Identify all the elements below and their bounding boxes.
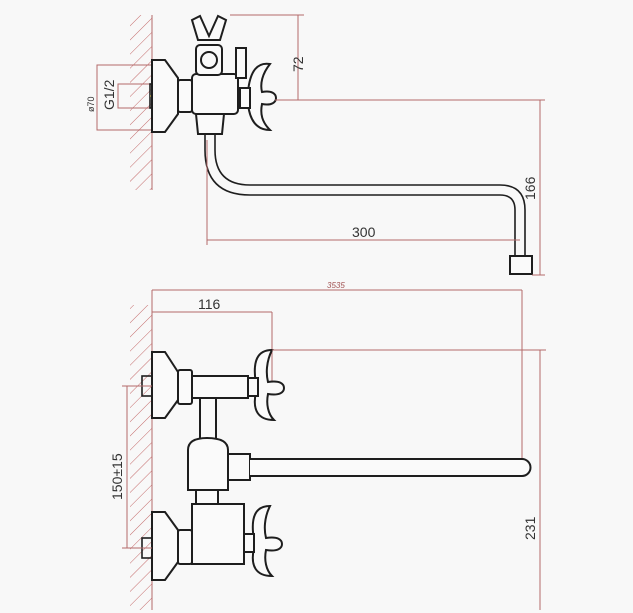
upper-cross-handle [253,348,286,422]
lower-nut [177,529,193,565]
top-view: ø70 G1/2 [86,14,545,276]
diameter-dimension: ø70 [86,64,152,131]
wall-hatch [130,305,152,610]
lower-body [191,503,245,565]
upper-flange [151,351,179,419]
dim-166-label: 166 [522,176,538,200]
aerator [509,255,533,275]
total-length-dimension: 3535 [152,281,523,458]
dim-total-label: 3535 [327,281,345,290]
dim-72-label: 72 [290,56,306,72]
wall-hatch [130,15,152,190]
length-300-dimension: 300 [206,140,520,245]
height-231-dimension: 231 [272,349,546,610]
dim-diameter-label: ø70 [86,96,96,112]
spout-swivel [194,113,226,135]
center-distance-dimension: 150±15 [109,385,152,549]
diverter-body [187,436,229,491]
dim-116-label: 116 [198,296,221,312]
mixer-body [191,73,239,115]
lower-cross-handle [251,504,284,578]
spout-nut [227,453,251,481]
dim-300-label: 300 [352,224,376,240]
wall-flange [151,59,179,133]
nut [177,79,193,113]
drop-166-dimension: 166 [300,99,545,276]
lower-flange [151,511,179,581]
dim-150-label: 150±15 [109,453,125,500]
shower-holder [190,14,228,76]
diverter-knob [235,47,247,79]
upper-body [191,375,249,399]
front-view: 3535 116 150± [109,281,546,610]
dim-231-label: 231 [522,516,538,540]
threaded-ring [195,489,219,505]
height-72-dimension: 72 [230,14,306,101]
offset-116-dimension: 116 [152,296,273,395]
long-spout [250,458,532,477]
upper-nut [177,369,193,405]
dim-thread-label: G1/2 [101,79,117,110]
cross-handle [239,62,278,132]
